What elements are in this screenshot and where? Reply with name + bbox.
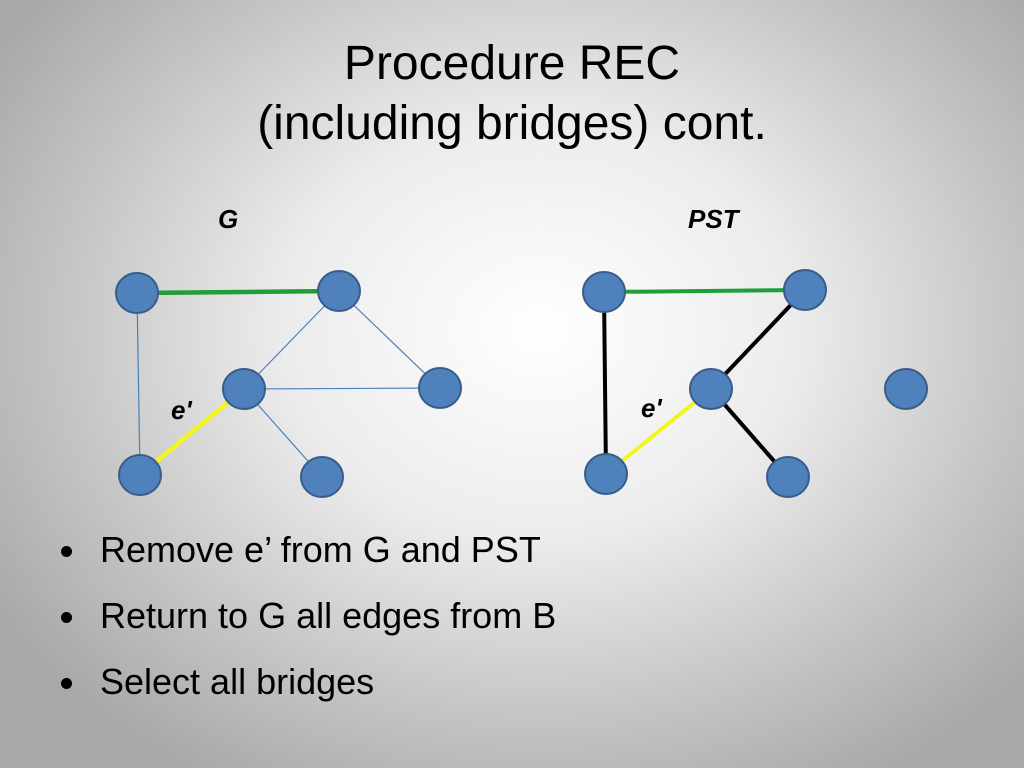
title-line-1: Procedure REC [343,37,681,90]
g-edge-thin-left [136,292,141,476]
pst-node-bottom-right [766,456,810,498]
g-node-bottom-center [300,456,344,498]
g-edge-thin-top-center [243,290,340,390]
g-edge-green [136,288,340,296]
bullet-dot-icon [61,678,72,689]
pst-edge-label: e' [641,393,662,423]
bullet-text: Remove e’ from G and PST [100,529,541,570]
g-node-center [222,368,266,410]
pst-node-top-left [582,271,626,313]
bullet-list: Remove e’ from G and PST Return to G all… [58,528,556,726]
g-node-top-right [317,270,361,312]
graph-pst: e' [582,269,928,498]
bullet-text: Select all bridges [100,661,375,702]
g-edge-thin-center-right [243,387,441,390]
g-edge-yellow [138,387,246,477]
pst-edge-black-left [602,291,608,475]
g-edge-label: e' [171,395,192,425]
pst-node-bottom-left [584,453,628,495]
pst-node-top-right [783,269,827,311]
title-line-2: (including bridges) cont. [257,97,767,150]
bullet-item: Select all bridges [58,660,556,704]
g-node-top-left [115,272,159,314]
graph-pst-label: PST [688,204,739,234]
g-edge-thin-top-right [338,290,441,389]
bullet-item: Remove e’ from G and PST [58,528,556,572]
pst-edge-black-top [709,288,807,391]
g-node-right [418,367,462,409]
graph-g: e' [115,270,462,498]
g-node-bottom-left [118,454,162,496]
pst-node-center [689,368,733,410]
bullet-dot-icon [61,546,72,557]
bullet-item: Return to G all edges from B [58,594,556,638]
pst-node-isolated [884,368,928,410]
pst-edge-yellow [604,387,713,476]
pst-edge-green [603,288,806,294]
slide-title: Procedure REC (including bridges) cont. [0,34,1024,154]
graph-g-label: G [218,204,239,234]
bullet-text: Return to G all edges from B [100,595,557,636]
bullet-dot-icon [61,612,72,623]
